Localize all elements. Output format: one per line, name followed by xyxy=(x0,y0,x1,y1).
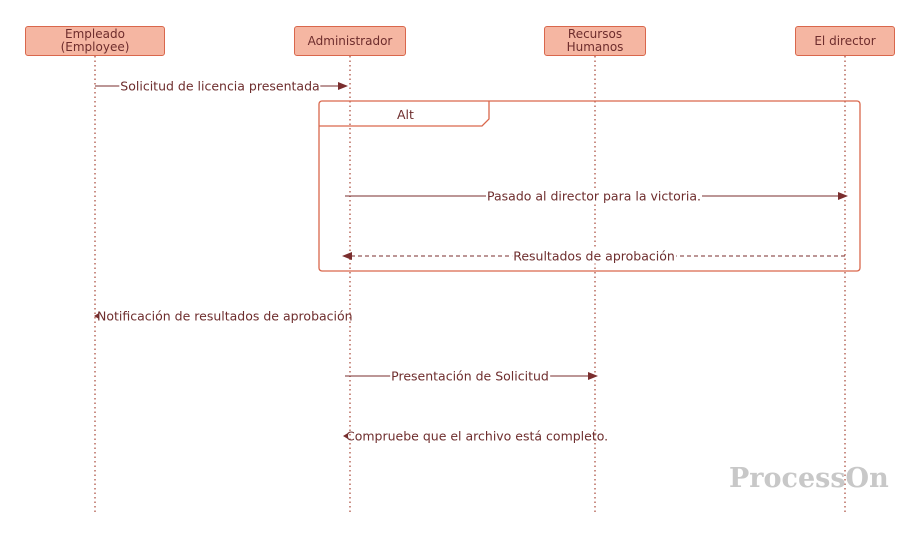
message-label: Resultados de aprobación xyxy=(512,248,676,264)
arrow-4-head xyxy=(94,313,99,319)
actor-hr[interactable]: Recursos Humanos xyxy=(544,26,646,56)
message-label: Notificación de resultados de aprobación xyxy=(97,308,353,324)
actor-admin[interactable]: Administrador xyxy=(294,26,406,56)
message-label: Compruebe que el archivo está completo. xyxy=(346,428,609,444)
fragment-label: Alt xyxy=(397,107,414,122)
actor-employee[interactable]: Empleado (Employee) xyxy=(25,26,165,56)
watermark-logo: ProcessOn xyxy=(729,463,889,494)
arrow-6-head xyxy=(343,433,348,439)
message-label: Pasado al director para la victoria. xyxy=(486,188,702,204)
actor-director[interactable]: El director xyxy=(795,26,895,56)
message-label: Solicitud de licencia presentada xyxy=(119,78,321,94)
alt-fragment xyxy=(318,100,861,272)
message-label: Presentación de Solicitud xyxy=(390,368,550,384)
